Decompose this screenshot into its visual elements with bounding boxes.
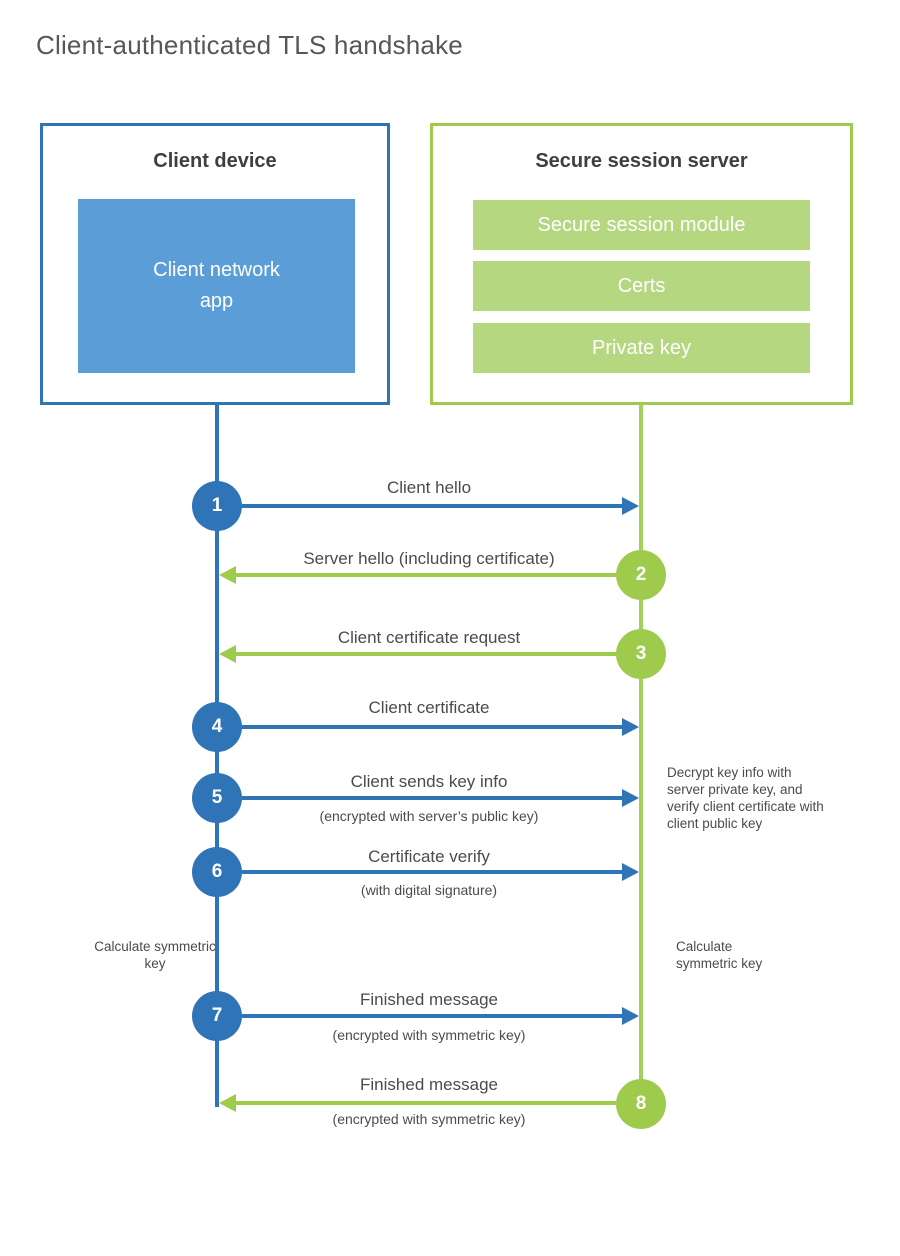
arrowhead-left (219, 645, 236, 663)
arrowhead-right (622, 497, 639, 515)
message-arrow-3 (219, 645, 616, 663)
message-label-6: Certificate verify (368, 847, 490, 866)
message-arrow-5 (242, 789, 639, 807)
server-module-bar-certs: Certs (473, 261, 810, 311)
note-calc-symmetric-key-left: Calculate symmetric key (94, 939, 216, 971)
message-label-2: Server hello (including certificate) (303, 549, 555, 568)
message-arrow-6 (242, 863, 639, 881)
step-badge-8: 8 (616, 1079, 666, 1129)
message-label-5: Client sends key info (350, 772, 508, 791)
message-label-4: Client certificate (368, 698, 490, 717)
server-module-bar-private-key: Private key (473, 323, 810, 373)
server-module-bar-secure-session: Secure session module (473, 200, 810, 250)
message-label-8: Finished message (360, 1075, 498, 1094)
diagram-title: Client-authenticated TLS handshake (36, 30, 463, 60)
step-badge-2: 2 (616, 550, 666, 600)
message-arrow-8 (219, 1094, 616, 1112)
client-network-app-box: Client network app (78, 199, 355, 373)
step-badge-4: 4 (192, 702, 242, 752)
client-network-app-label: Client network app (153, 259, 280, 312)
message-arrow-1 (242, 497, 639, 515)
server-lifeline (639, 404, 643, 1104)
arrowhead-right (622, 863, 639, 881)
message-arrow-4 (242, 718, 639, 736)
arrowhead-left (219, 1094, 236, 1112)
step-badge-3: 3 (616, 629, 666, 679)
step-badge-6: 6 (192, 847, 242, 897)
message-sublabel-7: (encrypted with symmetric key) (332, 1027, 526, 1043)
message-arrow-7 (242, 1007, 639, 1025)
note-decrypt-key-info: Decrypt key info with server private key… (667, 765, 824, 831)
step-badge-1: 1 (192, 481, 242, 531)
arrowhead-right (622, 789, 639, 807)
arrowhead-right (622, 1007, 639, 1025)
step-badge-7: 7 (192, 991, 242, 1041)
message-sublabel-8: (encrypted with symmetric key) (332, 1111, 526, 1127)
message-arrow-2 (219, 566, 616, 584)
step-badge-5: 5 (192, 773, 242, 823)
message-sublabel-6: (with digital signature) (360, 882, 498, 898)
message-label-7: Finished message (360, 990, 498, 1009)
message-label-3: Client certificate request (337, 628, 521, 647)
client-device-title: Client device (153, 150, 277, 172)
arrowhead-right (622, 718, 639, 736)
server-title: Secure session server (535, 150, 748, 172)
message-sublabel-5: (encrypted with server’s public key) (319, 808, 539, 824)
note-calc-symmetric-key-right: Calculate symmetric key (676, 939, 763, 971)
message-label-1: Client hello (386, 478, 472, 497)
client-lifeline (215, 404, 219, 1107)
arrowhead-left (219, 566, 236, 584)
